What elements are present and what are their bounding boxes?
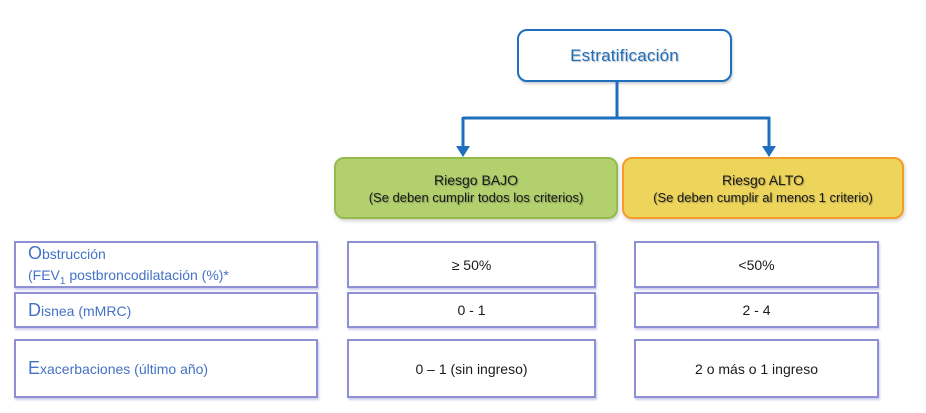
fev-suffix: postbroncodilatación (%)* [65, 266, 229, 283]
exacerbations-label-line1: Exacerbaciones (último año) [28, 358, 209, 379]
criterion-obstruction-label: Obstrucción (FEV1 postbroncodilatación (… [14, 241, 318, 288]
dyspnea-label-line1: Disnea (mMRC) [28, 299, 132, 320]
risk-high-header: Riesgo ALTO (Se deben cumplir al menos 1… [622, 157, 904, 219]
value-dyspnea-high: 2 - 4 [634, 292, 879, 328]
value-exacerbations-low: 0 – 1 (sin ingreso) [347, 339, 596, 398]
risk-high-subtitle: (Se deben cumplir al menos 1 criterio) [653, 189, 873, 205]
risk-low-title: Riesgo BAJO [433, 171, 519, 188]
diagram-title: Estratificación [570, 45, 679, 65]
fev-subscript: 1 [59, 275, 66, 287]
obstruction-label-line2: (FEV1 postbroncodilatación (%)* [28, 266, 316, 288]
risk-low-header: Riesgo BAJO (Se deben cumplir todos los … [334, 157, 618, 219]
estratificacion-box: Estratificación [517, 29, 732, 82]
value-dyspnea-low: 0 - 1 [347, 292, 596, 328]
fev-prefix: (FEV [28, 266, 60, 283]
value-obstruction-high: <50% [634, 241, 879, 288]
obstruction-label-line1: Obstrucción [28, 243, 106, 264]
risk-high-title: Riesgo ALTO [722, 171, 804, 188]
risk-low-subtitle: (Se deben cumplir todos los criterios) [368, 189, 584, 205]
value-obstruction-low: ≥ 50% [347, 241, 596, 288]
criterion-dyspnea-label: Disnea (mMRC) [14, 292, 318, 328]
value-exacerbations-high: 2 o más o 1 ingreso [634, 339, 879, 398]
criterion-exacerbations-label: Exacerbaciones (último año) [14, 339, 318, 398]
